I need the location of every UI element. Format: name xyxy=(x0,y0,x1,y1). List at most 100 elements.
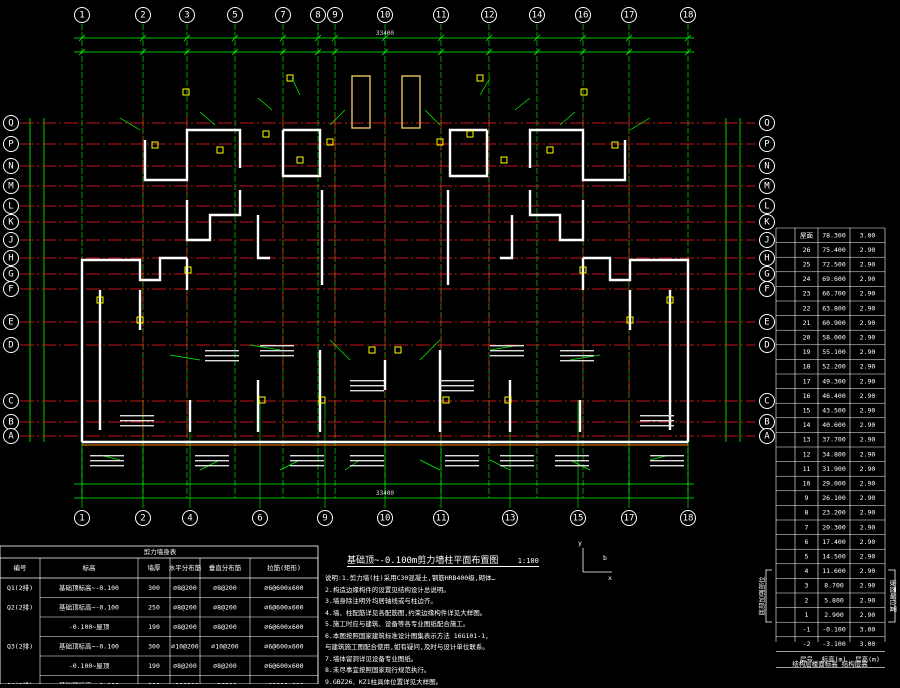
axis-bubble-label: K xyxy=(8,218,14,228)
axis-bubble-right: E xyxy=(760,315,775,330)
annotation-text-line xyxy=(490,355,524,356)
axis-bubble-top: 5 xyxy=(228,8,243,23)
annotation-text-line xyxy=(440,380,474,381)
axis-bubble-left: D xyxy=(4,338,19,353)
axis-bubble-bottom: 1 xyxy=(75,511,90,526)
annotation-text-line xyxy=(120,420,154,421)
axis-bubble-top: 9 xyxy=(328,8,343,23)
axis-bubble-label: Q xyxy=(764,119,769,129)
axis-bubble-top: 7 xyxy=(276,8,291,23)
annotation-leader xyxy=(292,78,300,95)
column-marker xyxy=(477,75,483,81)
axis-bubble-left: F xyxy=(4,282,19,297)
axis-bubble-label: A xyxy=(764,432,770,442)
column-marker xyxy=(297,157,303,163)
annotation-text-line xyxy=(490,350,524,351)
axis-bubble-label: 11 xyxy=(436,514,447,524)
axis-bubble-top: 3 xyxy=(180,8,195,23)
axis-bubble-right: F xyxy=(760,282,775,297)
axis-bubble-left: K xyxy=(4,215,19,230)
annotation-text-line xyxy=(500,455,534,456)
notes-block: 基础顶~-0.100m剪力墙柱平面布置图 1:100 说明:1.剪力墙(柱)采用… xyxy=(325,548,555,688)
note-line: 2.构造边缘构件的设置见结构设计总说明。 xyxy=(325,585,555,597)
annotation-text-line xyxy=(120,425,154,426)
annotation-leader xyxy=(120,118,140,130)
column-marker xyxy=(183,89,189,95)
axis-bubble-bottom: 13 xyxy=(503,511,518,526)
annotation-leader xyxy=(258,98,272,110)
wall-left-core-c xyxy=(258,215,270,258)
axis-bubble-label: 18 xyxy=(683,514,694,524)
total-dimension-bottom: 33400 xyxy=(376,490,394,497)
annotation-text-line xyxy=(120,415,154,416)
axis-bubble-label: 10 xyxy=(380,514,391,524)
axis-bubble-label: 5 xyxy=(232,11,237,21)
axis-bubble-top: 17 xyxy=(622,8,637,23)
axis-bubble-label: 6 xyxy=(257,514,262,524)
annotation-leader xyxy=(330,340,350,360)
axis-label-x: x xyxy=(608,574,612,582)
axis-bubble-label: J xyxy=(8,236,13,246)
axis-bubble-label: 4 xyxy=(187,514,192,524)
annotation-leader xyxy=(515,98,530,110)
axis-bubble-bottom: 15 xyxy=(571,511,586,526)
elevator-shaft-left xyxy=(352,76,370,128)
axis-bubble-label: J xyxy=(764,236,769,246)
axis-bubble-bottom: 9 xyxy=(318,511,333,526)
axis-bubble-label: 2 xyxy=(140,514,145,524)
total-dimension-top: 33400 xyxy=(376,30,394,37)
column-marker xyxy=(467,131,473,137)
wall-right-core-c xyxy=(500,215,512,258)
axis-bubble-right: H xyxy=(760,251,775,266)
axis-bubble-label: F xyxy=(8,285,13,295)
annotation-text-line xyxy=(500,460,534,461)
annotation-leader xyxy=(630,118,650,130)
axis-bubble-bottom: 6 xyxy=(253,511,268,526)
axis-bubble-label: N xyxy=(8,162,13,172)
axis-bubble-left: A xyxy=(4,429,19,444)
wall-right-core-a xyxy=(530,130,625,180)
annotation-text-line xyxy=(560,360,594,361)
axis-bubble-label: G xyxy=(8,270,13,280)
axis-bubble-label: G xyxy=(764,270,769,280)
axis-bubble-left: B xyxy=(4,415,19,430)
axis-bubble-label: L xyxy=(764,202,769,212)
annotation-text-line xyxy=(90,460,124,461)
axis-bubble-label: K xyxy=(764,218,770,228)
annotation-text-line xyxy=(195,455,229,456)
wall-left-stair xyxy=(283,130,320,176)
axis-bubble-label: H xyxy=(8,254,13,264)
axis-label-b: b xyxy=(603,554,607,562)
annotation-text-line xyxy=(90,465,124,466)
axis-bubble-right: A xyxy=(760,429,775,444)
axis-bubble-left: H xyxy=(4,251,19,266)
axis-bubble-top: 2 xyxy=(136,8,151,23)
note-line: 4.墙、柱配筋详见各配筋图,约束边缘构件详见大样图。 xyxy=(325,608,555,620)
annotation-text-line xyxy=(290,455,324,456)
note-line: 与建筑施工图配合使用,如有疑问,及时与设计单位联系。 xyxy=(325,642,555,654)
axis-bubble-label: 2 xyxy=(140,11,145,21)
annotation-text-line xyxy=(445,465,479,466)
axis-bubble-right: P xyxy=(760,137,775,152)
elevator-shaft-right xyxy=(402,76,420,128)
axis-bubble-left: G xyxy=(4,267,19,282)
axis-bubble-top: 18 xyxy=(681,8,696,23)
axis-bubble-right: N xyxy=(760,159,775,174)
axis-bubble-top: 12 xyxy=(482,8,497,23)
annotation-text-line xyxy=(650,455,684,456)
axis-bubble-label: A xyxy=(8,432,14,442)
axis-bubble-left: C xyxy=(4,394,19,409)
annotation-text-line xyxy=(205,350,239,351)
annotation-text-line xyxy=(440,385,474,386)
axis-bubble-label: 11 xyxy=(436,11,447,21)
annotation-text-line xyxy=(205,360,239,361)
annotation-text-line xyxy=(350,390,384,391)
axis-bubble-label: 17 xyxy=(624,11,635,21)
annotation-text-line xyxy=(560,350,594,351)
annotation-text-line xyxy=(350,380,384,381)
axis-bubble-label: D xyxy=(764,341,769,351)
column-marker xyxy=(395,347,401,353)
axis-bubble-label: P xyxy=(764,140,770,150)
wall-left-core-b xyxy=(187,190,240,240)
